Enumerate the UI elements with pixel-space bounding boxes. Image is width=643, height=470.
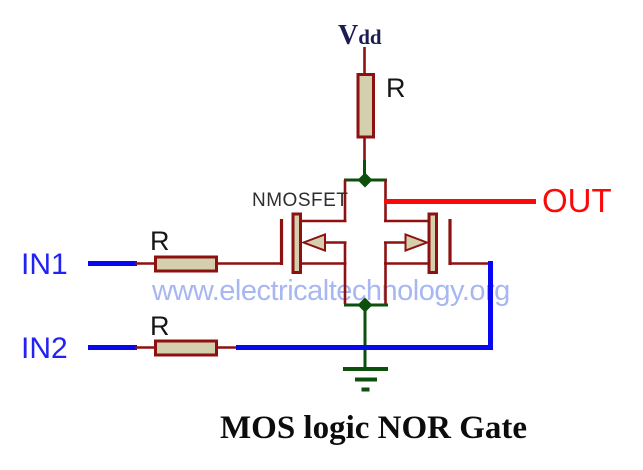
out-label: OUT <box>542 182 612 219</box>
body-arrow-icon <box>404 233 430 252</box>
in1-resistor-label: R <box>150 226 170 256</box>
drain-node <box>343 172 387 221</box>
page-title: MOS logic NOR Gate <box>220 410 528 446</box>
channel-plate <box>427 212 438 274</box>
nmos-left <box>279 212 347 274</box>
pullup-resistor <box>356 73 375 139</box>
body-arrow-icon <box>300 233 326 252</box>
input1-branch <box>88 255 282 273</box>
in2-label: IN2 <box>21 332 68 365</box>
in1-resistor <box>154 255 218 273</box>
nmos-right <box>384 212 490 274</box>
source-node <box>343 242 388 369</box>
in2-resistor <box>154 339 218 357</box>
channel-plate <box>291 212 302 274</box>
input2-branch <box>88 261 493 357</box>
junction-dot <box>357 297 373 313</box>
junction-dot <box>357 172 373 188</box>
pullup-resistor-label: R <box>386 73 406 103</box>
vdd-label: Vdd <box>338 20 382 51</box>
watermark-text: www.electricaltechnology.org <box>152 275 510 307</box>
nmosfet-label: NMOSFET <box>252 190 349 211</box>
ground-symbol <box>343 367 388 392</box>
vdd-branch <box>356 47 375 180</box>
in1-label: IN1 <box>21 248 68 281</box>
in2-resistor-label: R <box>150 311 170 341</box>
